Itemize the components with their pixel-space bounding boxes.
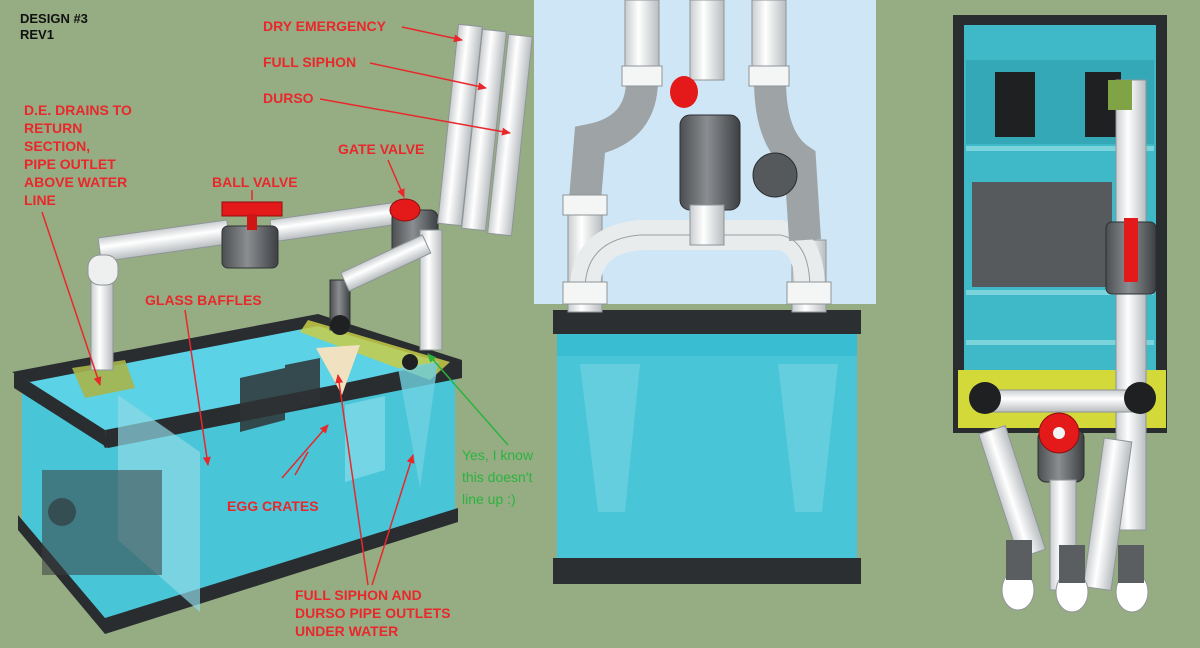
note-line-2: this doesn't [462, 469, 532, 485]
front-gate-valve [679, 114, 741, 211]
front-durso-cone [778, 364, 838, 512]
front-elbow-right [754, 79, 821, 241]
label-gate-valve: GATE VALVE [338, 141, 424, 157]
label-de-drains-4: PIPE OUTLET [24, 156, 116, 172]
front-valve-right [752, 152, 798, 198]
de-drain-bracket [72, 360, 135, 398]
top-green-fitting [1108, 80, 1132, 110]
labels: DESIGN #3 REV1 DRY EMERGENCY FULL SIPHON… [20, 11, 534, 639]
label-de-drains-5: ABOVE WATER [24, 174, 127, 190]
top-drain-pipe-right [1082, 437, 1133, 592]
label-egg-crates: EGG CRATES [227, 498, 319, 514]
pipe-full-siphon [461, 28, 507, 232]
ball-valve-handle [221, 201, 283, 217]
durso-fitting [402, 354, 418, 370]
perspective-view [12, 23, 533, 634]
arrow-glass-baffles [184, 309, 211, 466]
front-elbow-left [569, 79, 658, 202]
glass-baffle-2 [285, 358, 320, 412]
top-manifold [977, 389, 1139, 413]
top-drain-pipe-left [978, 425, 1047, 559]
arrow-egg-crates-1 [281, 424, 329, 479]
label-de-drains-2: RETURN [24, 120, 82, 136]
top-egg-crate [972, 182, 1112, 287]
ball-valve-stem [247, 214, 257, 230]
note-line-3: line up :) [462, 491, 516, 507]
top-view [953, 15, 1167, 613]
design-revision: REV1 [20, 27, 54, 42]
label-de-drains-6: LINE [24, 192, 56, 208]
label-outlets-2: DURSO PIPE OUTLETS [295, 605, 451, 621]
pump-outlet [48, 498, 76, 526]
front-coupling-3 [562, 194, 608, 216]
glass-baffle-3 [345, 396, 385, 482]
label-outlets-3: UNDER WATER [295, 623, 398, 639]
note-line-1: Yes, I know [462, 447, 534, 463]
glass-baffle-1 [240, 368, 285, 432]
front-coupling-1 [621, 65, 663, 87]
label-outlets-1: FULL SIPHON AND [295, 587, 422, 603]
manifold-pipe-1 [419, 229, 443, 351]
pipe-elbow [87, 254, 119, 286]
arrow-outlets-1 [335, 374, 369, 586]
front-coupling-2 [748, 65, 790, 87]
return-pipe-horizontal [97, 219, 231, 263]
front-coupling-4 [562, 281, 608, 305]
arrow-outlets-2 [371, 454, 415, 586]
label-dry-emergency: DRY EMERGENCY [263, 18, 387, 34]
siphon-fitting [330, 315, 350, 335]
top-ball-valve-handle [1124, 218, 1138, 282]
top-baffle-3 [966, 340, 1154, 345]
label-glass-baffles: GLASS BAFFLES [145, 292, 262, 308]
label-full-siphon: FULL SIPHON [263, 54, 356, 70]
siphon-cone [316, 345, 360, 395]
front-pipe-center [689, 204, 725, 246]
label-durso: DURSO [263, 90, 314, 106]
durso-cone [398, 362, 438, 488]
front-coupling-5 [786, 281, 832, 305]
arrow-full-siphon [369, 62, 487, 91]
label-de-drains-1: D.E. DRAINS TO [24, 102, 132, 118]
manifold-cross [340, 234, 432, 292]
top-pump-1 [995, 72, 1035, 137]
arrow-note [427, 353, 509, 446]
front-tank-water-surface [557, 334, 857, 356]
arrow-de-drains [41, 211, 102, 386]
top-baffle-2 [966, 290, 1154, 295]
tank-front-rim [14, 372, 108, 448]
front-view [534, 0, 876, 584]
top-baffle-1 [966, 146, 1154, 151]
front-gate-valve-handle [670, 76, 698, 108]
front-siphon-cone [580, 364, 640, 512]
front-tank-rim-top [553, 310, 861, 334]
arrow-egg-crates-2 [294, 451, 309, 476]
arrow-durso [319, 98, 511, 136]
gate-valve-handle [389, 198, 421, 222]
front-tank-rim-bottom [553, 558, 861, 584]
design-title: DESIGN #3 [20, 11, 88, 26]
top-siphon-hole [969, 382, 1001, 414]
front-standpipe-2 [689, 0, 725, 81]
arrow-dry-emergency [401, 26, 463, 43]
arrow-gate-valve [387, 159, 405, 198]
ball-valve-body [221, 225, 279, 269]
annotation-arrows [41, 26, 511, 586]
label-ball-valve: BALL VALVE [212, 174, 298, 190]
label-de-drains-3: SECTION, [24, 138, 90, 154]
top-durso-hole [1124, 382, 1156, 414]
